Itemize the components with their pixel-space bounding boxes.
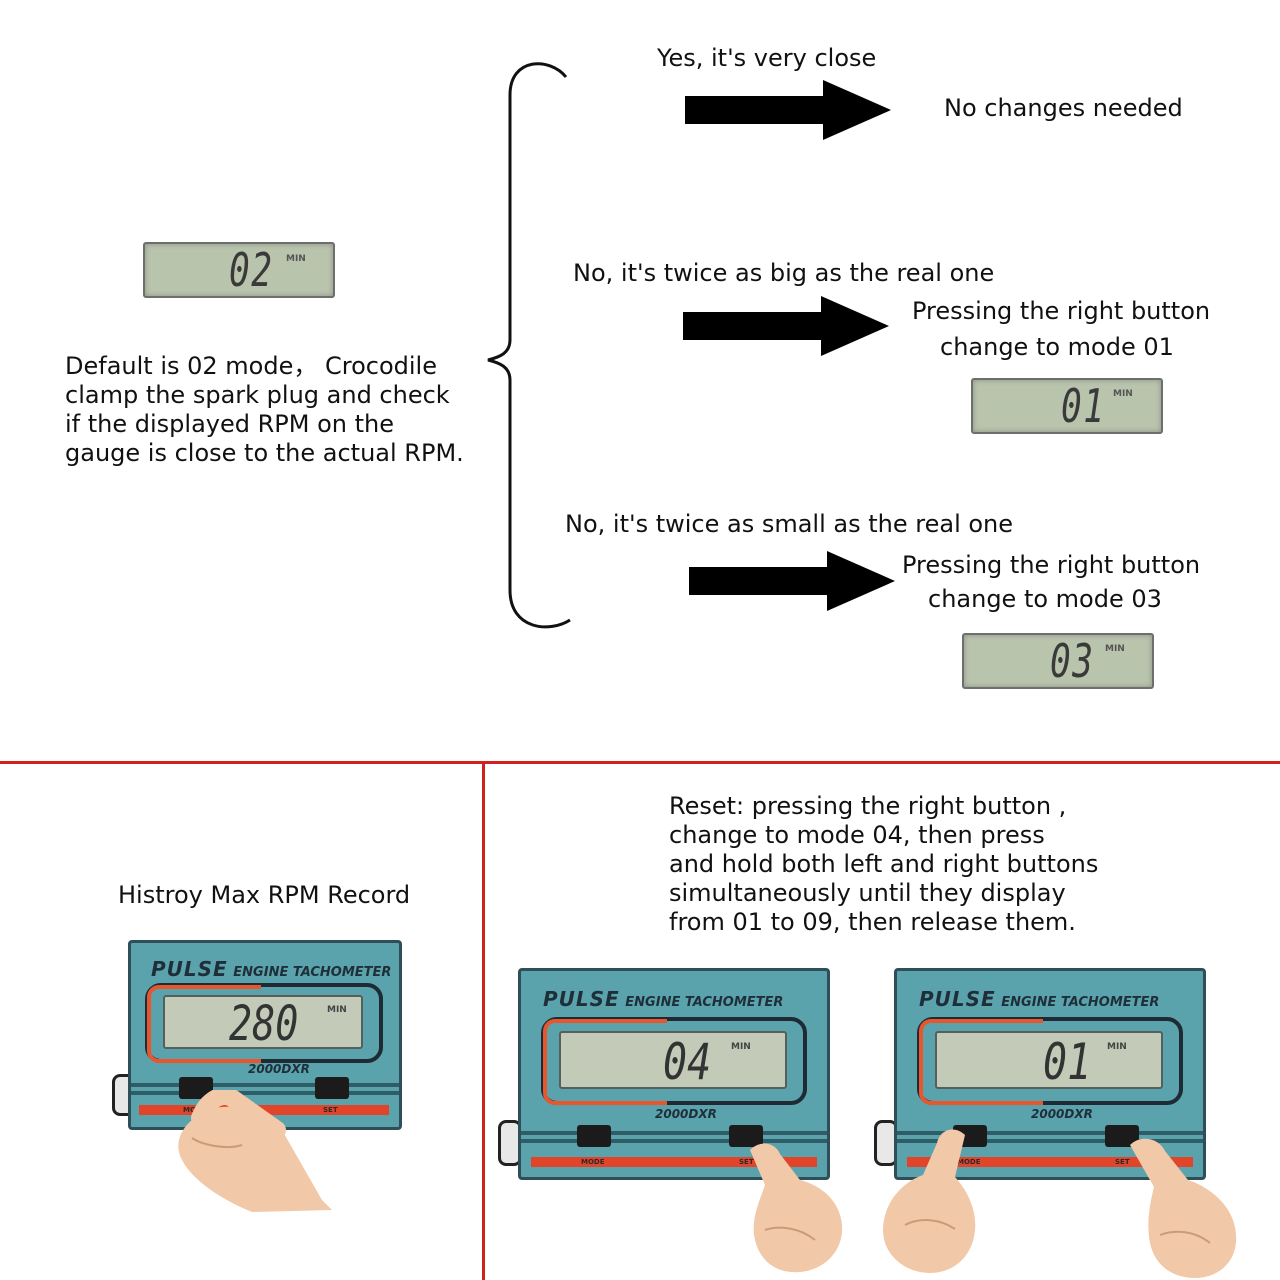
display-frame: 04 MIN	[541, 1017, 807, 1105]
arrow-right-icon	[689, 551, 895, 611]
brand-name: PULSE	[919, 987, 996, 1011]
screen-digits: 04	[663, 1033, 712, 1091]
display-accent	[543, 1019, 667, 1105]
branch1-question: Yes, it's very close	[657, 44, 877, 72]
set-label: SET	[323, 1106, 338, 1114]
device-screen: 01 MIN	[935, 1031, 1163, 1091]
lcd-unit: MIN	[286, 254, 306, 264]
tachometer-device: PULSE ENGINE TACHOMETER 01 MIN 2000DXR M…	[872, 968, 1206, 1183]
screen-unit: MIN	[1107, 1042, 1127, 1052]
brand-subtitle: ENGINE TACHOMETER	[625, 995, 784, 1010]
reset-instructions: Reset: pressing the right button , chang…	[669, 792, 1098, 937]
tachometer-device: PULSE ENGINE TACHOMETER 04 MIN 2000DXR M…	[496, 968, 830, 1183]
device-body: PULSE ENGINE TACHOMETER 280 MIN 2000DXR …	[128, 940, 402, 1130]
history-title: Histroy Max RPM Record	[118, 881, 411, 909]
lcd-digits: 03	[1050, 634, 1095, 688]
screen-unit: MIN	[327, 1005, 347, 1015]
reset-text-line: Reset: pressing the right button ,	[669, 792, 1067, 820]
mode01-lcd-display: 01 MIN	[971, 378, 1163, 434]
mode03-lcd-display: 03 MIN	[962, 633, 1154, 689]
mode-button[interactable]	[577, 1125, 611, 1147]
pointing-hand-icon	[750, 1143, 843, 1273]
set-label: SET	[1115, 1158, 1130, 1166]
label-bar	[531, 1157, 817, 1167]
branch3-result-line: change to mode 03	[928, 585, 1162, 613]
reset-text-line: from 01 to 09, then release them.	[669, 908, 1076, 936]
display-accent	[147, 985, 261, 1063]
device-stripe	[897, 1131, 1203, 1135]
curly-brace	[487, 62, 571, 629]
device-screen: 04 MIN	[559, 1031, 787, 1091]
set-button[interactable]	[1105, 1125, 1139, 1147]
device-body: PULSE ENGINE TACHOMETER 01 MIN 2000DXR M…	[894, 968, 1206, 1180]
device-stripe	[897, 1139, 1203, 1143]
default-description: Default is 02 mode， Crocodile clamp the …	[65, 352, 464, 468]
device-screen: 280 MIN	[163, 995, 363, 1052]
device-model: 2000DXR	[1031, 1107, 1093, 1121]
branch2-result-line: change to mode 01	[940, 333, 1174, 361]
brand-name: PULSE	[151, 957, 228, 981]
screen-digits: 280	[229, 996, 299, 1052]
screen-unit: MIN	[731, 1042, 751, 1052]
default-text-line: clamp the spark plug and check	[65, 381, 450, 409]
mode-label: MODE	[957, 1158, 981, 1166]
device-stripe	[131, 1091, 399, 1095]
brand-subtitle: ENGINE TACHOMETER	[1001, 995, 1160, 1010]
display-frame: 01 MIN	[917, 1017, 1183, 1105]
device-body: PULSE ENGINE TACHOMETER 04 MIN 2000DXR M…	[518, 968, 830, 1180]
reset-text-line: simultaneously until they display	[669, 879, 1066, 907]
arrow-right-icon	[683, 296, 889, 356]
lcd-digits: 01	[1061, 379, 1106, 433]
device-stripe	[521, 1139, 827, 1143]
device-stripe	[521, 1131, 827, 1135]
reset-text-line: change to mode 04, then press	[669, 821, 1045, 849]
branch1-result: No changes needed	[944, 94, 1183, 122]
mode-label: MODE	[581, 1158, 605, 1166]
branch2-result: Pressing the right button change to mode…	[912, 297, 1210, 362]
device-stripe	[131, 1083, 399, 1087]
lcd-unit: MIN	[1105, 644, 1125, 654]
device-brand: PULSE ENGINE TACHOMETER	[543, 987, 783, 1011]
label-bar	[907, 1157, 1193, 1167]
set-label: SET	[739, 1158, 754, 1166]
mode-button[interactable]	[179, 1077, 213, 1099]
brand-subtitle: ENGINE TACHOMETER	[233, 965, 392, 980]
pointing-hand-icon	[883, 1129, 976, 1273]
device-model: 2000DXR	[248, 1062, 310, 1076]
default-text-line: if the displayed RPM on the	[65, 410, 395, 438]
branch3-question: No, it's twice as small as the real one	[565, 510, 1014, 538]
brand-name: PULSE	[543, 987, 620, 1011]
set-button[interactable]	[315, 1077, 349, 1099]
branch3-result-line: Pressing the right button	[902, 551, 1201, 579]
vertical-divider	[482, 762, 485, 1280]
branch3-result: Pressing the right button change to mode…	[902, 551, 1200, 614]
pointing-hand-icon	[1130, 1138, 1237, 1278]
default-text-line: gauge is close to the actual RPM.	[65, 439, 464, 467]
display-frame: 280 MIN	[145, 983, 383, 1063]
default-text-line: Default is 02 mode， Crocodile	[65, 352, 437, 380]
tachometer-device: PULSE ENGINE TACHOMETER 280 MIN 2000DXR …	[110, 940, 402, 1130]
branch2-result-line: Pressing the right button	[912, 297, 1211, 325]
pointing-hand-icon	[178, 1090, 332, 1212]
reset-text-line: and hold both left and right buttons	[669, 850, 1099, 878]
lcd-digits: 02	[229, 243, 274, 297]
horizontal-divider	[0, 761, 1280, 764]
screen-digits: 01	[1043, 1033, 1092, 1091]
lcd-unit: MIN	[1113, 389, 1133, 399]
device-brand: PULSE ENGINE TACHOMETER	[151, 957, 391, 981]
default-lcd-display: 02 MIN	[143, 242, 335, 298]
set-button[interactable]	[729, 1125, 763, 1147]
display-accent	[919, 1019, 1043, 1105]
branch2-question: No, it's twice as big as the real one	[573, 259, 995, 287]
device-model: 2000DXR	[655, 1107, 717, 1121]
arrow-right-icon	[685, 80, 891, 140]
device-brand: PULSE ENGINE TACHOMETER	[919, 987, 1159, 1011]
